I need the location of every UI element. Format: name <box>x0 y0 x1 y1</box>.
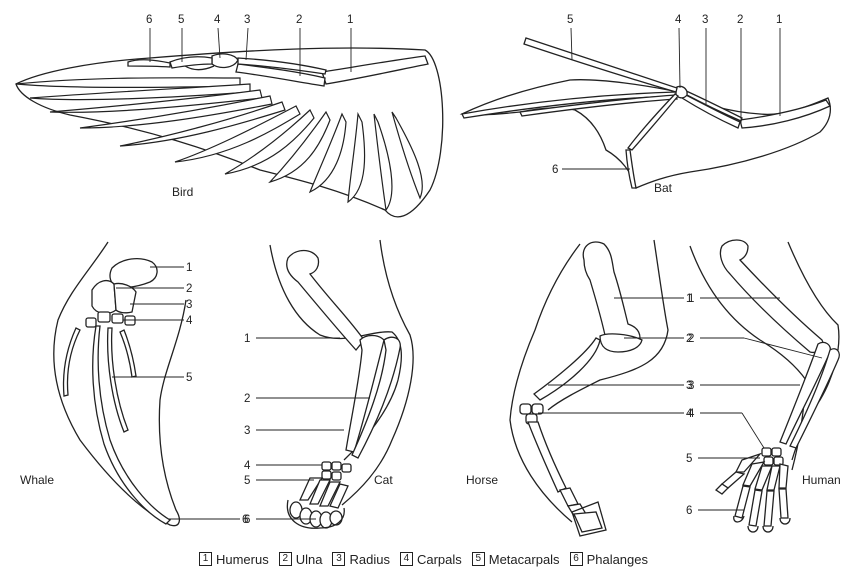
cat-humerus <box>287 251 364 351</box>
bird-metacarpals <box>170 57 212 68</box>
bone-number-callout: 4 <box>214 14 221 26</box>
bone-number-callout: 4 <box>244 460 251 472</box>
bone-number-callout: 4 <box>688 408 695 420</box>
bone-number-callout: 1 <box>347 14 353 26</box>
bone-number-callout: 2 <box>737 14 743 26</box>
bone-number-callout: 2 <box>244 393 250 405</box>
legend-number-box: 4 <box>400 552 413 566</box>
bone-number-callout: 3 <box>688 380 694 392</box>
cat-label: Cat <box>374 473 393 487</box>
whale-carpals <box>86 312 135 327</box>
horse-label: Horse <box>466 473 498 487</box>
bone-number-callout: 5 <box>178 14 184 26</box>
bird-feathers <box>16 78 422 210</box>
human-carpals <box>762 448 783 465</box>
bone-number-callout: 1 <box>186 262 192 274</box>
legend-item-phalanges: 6 Phalanges <box>570 552 648 567</box>
horse-outline <box>510 240 668 522</box>
bone-number-callout: 2 <box>296 14 302 26</box>
bat-metacarpal-1 <box>524 38 677 92</box>
legend-label: Carpals <box>417 552 462 567</box>
horse-metacarpals <box>528 422 566 492</box>
bone-number-callout: 4 <box>675 14 682 26</box>
legend-label: Metacarpals <box>489 552 560 567</box>
bird-phalanges <box>128 60 170 67</box>
legend-number-box: 6 <box>570 552 583 566</box>
whale-flipper: Whale 1 2 3 4 5 6 <box>20 242 248 526</box>
bone-number-callout: 5 <box>244 475 250 487</box>
bone-number-callout: 5 <box>186 372 192 384</box>
bone-number-callout: 3 <box>702 14 708 26</box>
legend-number-box: 1 <box>199 552 212 566</box>
cat-forelimb: Cat 1 2 3 4 5 6 <box>244 240 413 528</box>
bone-number-callout: 4 <box>186 315 193 327</box>
cat-metacarpals <box>300 478 348 508</box>
bone-number-callout: 6 <box>146 14 152 26</box>
bone-number-callout: 1 <box>776 14 782 26</box>
bird-wing: Bird 6 5 4 3 2 1 <box>16 14 443 217</box>
legend-item-radius: 3 Radius <box>332 552 389 567</box>
bird-carpals <box>212 54 238 68</box>
horse-carpals <box>520 404 543 424</box>
bone-legend: 1 Humerus 2 Ulna 3 Radius 4 Carpals 5 Me… <box>0 549 847 569</box>
legend-label: Phalanges <box>587 552 648 567</box>
bird-label: Bird <box>172 185 193 199</box>
human-arm: Human 1 2 3 4 5 6 <box>686 240 841 532</box>
bone-number-callout: 5 <box>567 14 573 26</box>
legend-item-carpals: 4 Carpals <box>400 552 462 567</box>
horse-radius <box>534 338 600 400</box>
whale-label: Whale <box>20 473 54 487</box>
legend-item-ulna: 2 Ulna <box>279 552 323 567</box>
horse-humerus <box>583 242 640 343</box>
bird-humerus <box>322 56 428 84</box>
cat-carpals <box>322 462 351 480</box>
bone-number-callout: 3 <box>244 14 250 26</box>
bone-number-callout: 2 <box>688 333 694 345</box>
whale-ulna <box>92 281 116 314</box>
bone-number-callout: 1 <box>688 293 694 305</box>
legend-item-metacarpals: 5 Metacarpals <box>472 552 560 567</box>
bone-number-callout: 1 <box>244 333 250 345</box>
bone-number-callout: 3 <box>244 425 250 437</box>
legend-label: Humerus <box>216 552 269 567</box>
bat-label: Bat <box>654 181 673 195</box>
bone-number-callout: 5 <box>686 453 692 465</box>
legend-item-humerus: 1 Humerus <box>199 552 269 567</box>
bone-number-callout: 3 <box>186 299 192 311</box>
legend-number-box: 5 <box>472 552 485 566</box>
bat-radius <box>683 90 742 121</box>
horse-forelimb: Horse 1 2 3 4 <box>466 240 693 536</box>
bat-wing: Bat 5 4 3 2 1 6 <box>462 14 830 195</box>
legend-number-box: 2 <box>279 552 292 566</box>
human-label: Human <box>802 473 841 487</box>
bone-number-callout: 2 <box>186 283 192 295</box>
bone-number-callout: 6 <box>552 164 558 176</box>
legend-label: Ulna <box>296 552 323 567</box>
bone-number-callout: 6 <box>244 514 250 526</box>
legend-number-box: 3 <box>332 552 345 566</box>
bone-number-callout: 6 <box>686 505 692 517</box>
human-humerus <box>720 240 823 352</box>
horse-phalanges <box>560 488 606 536</box>
legend-label: Radius <box>349 552 389 567</box>
